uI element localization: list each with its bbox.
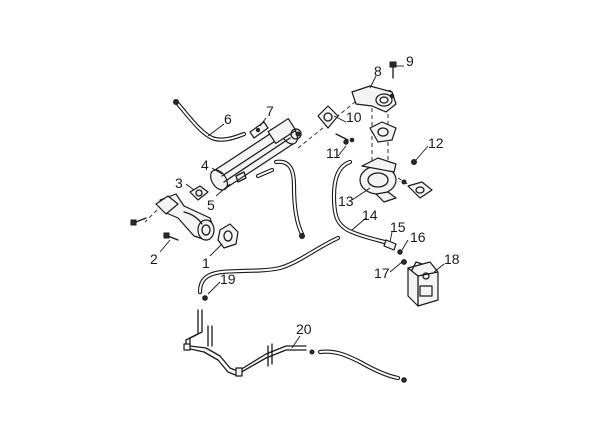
callout-labels: 1 2 3 4 5 6 7 8 9 10 11 12 13 14 15 16 1… — [150, 53, 460, 337]
assembly-guide-lines — [144, 89, 421, 223]
callout-16: 16 — [410, 229, 426, 245]
bolt-part-9 — [389, 61, 397, 79]
lower-hose — [317, 349, 407, 383]
callout-8: 8 — [374, 63, 382, 79]
clamp-part-16 — [397, 249, 403, 255]
callout-20: 20 — [296, 321, 312, 337]
fitting-part-15 — [383, 239, 397, 251]
callout-5: 5 — [207, 197, 215, 213]
pipe-assembly-part-20 — [183, 309, 315, 377]
callout-15: 15 — [390, 219, 406, 235]
intake-pipe-part-3 — [155, 193, 215, 241]
hose-part-19 — [197, 235, 341, 301]
callout-4: 4 — [201, 157, 209, 173]
callout-6: 6 — [224, 111, 232, 127]
gasket-near-valve — [407, 181, 433, 199]
gasket-under-elbow — [369, 121, 397, 143]
callout-13: 13 — [338, 193, 354, 209]
egr-valve-part-13 — [359, 157, 407, 203]
callout-19: 19 — [220, 271, 236, 287]
callout-7: 7 — [266, 103, 274, 119]
callout-12: 12 — [428, 135, 444, 151]
gasket-part-3 — [189, 185, 209, 201]
callout-2: 2 — [150, 251, 158, 267]
bolt-part-11 — [335, 133, 355, 145]
callout-3: 3 — [175, 175, 183, 191]
callout-1: 1 — [202, 255, 210, 271]
callout-17: 17 — [374, 265, 390, 281]
callout-14: 14 — [362, 207, 378, 223]
egr-cooler-part-4 — [210, 117, 302, 191]
elbow-flange-part-8 — [351, 85, 397, 113]
gasket-part-1 — [217, 223, 239, 249]
callout-11: 11 — [326, 145, 341, 161]
nut-part-12 — [411, 159, 417, 165]
callout-9: 9 — [406, 53, 414, 69]
callout-18: 18 — [444, 251, 460, 267]
cooler-drain-hose — [255, 159, 305, 239]
hose-part-14 — [331, 159, 395, 247]
bracket-part-7 — [249, 121, 269, 139]
gasket-part-10 — [317, 105, 339, 129]
clamp-part-17 — [401, 259, 407, 265]
bolt-part-2 — [130, 217, 179, 241]
callout-10: 10 — [346, 109, 362, 125]
hose-part-6 — [173, 99, 247, 142]
leader-lines — [159, 65, 445, 349]
solenoid-part-18 — [407, 261, 439, 307]
